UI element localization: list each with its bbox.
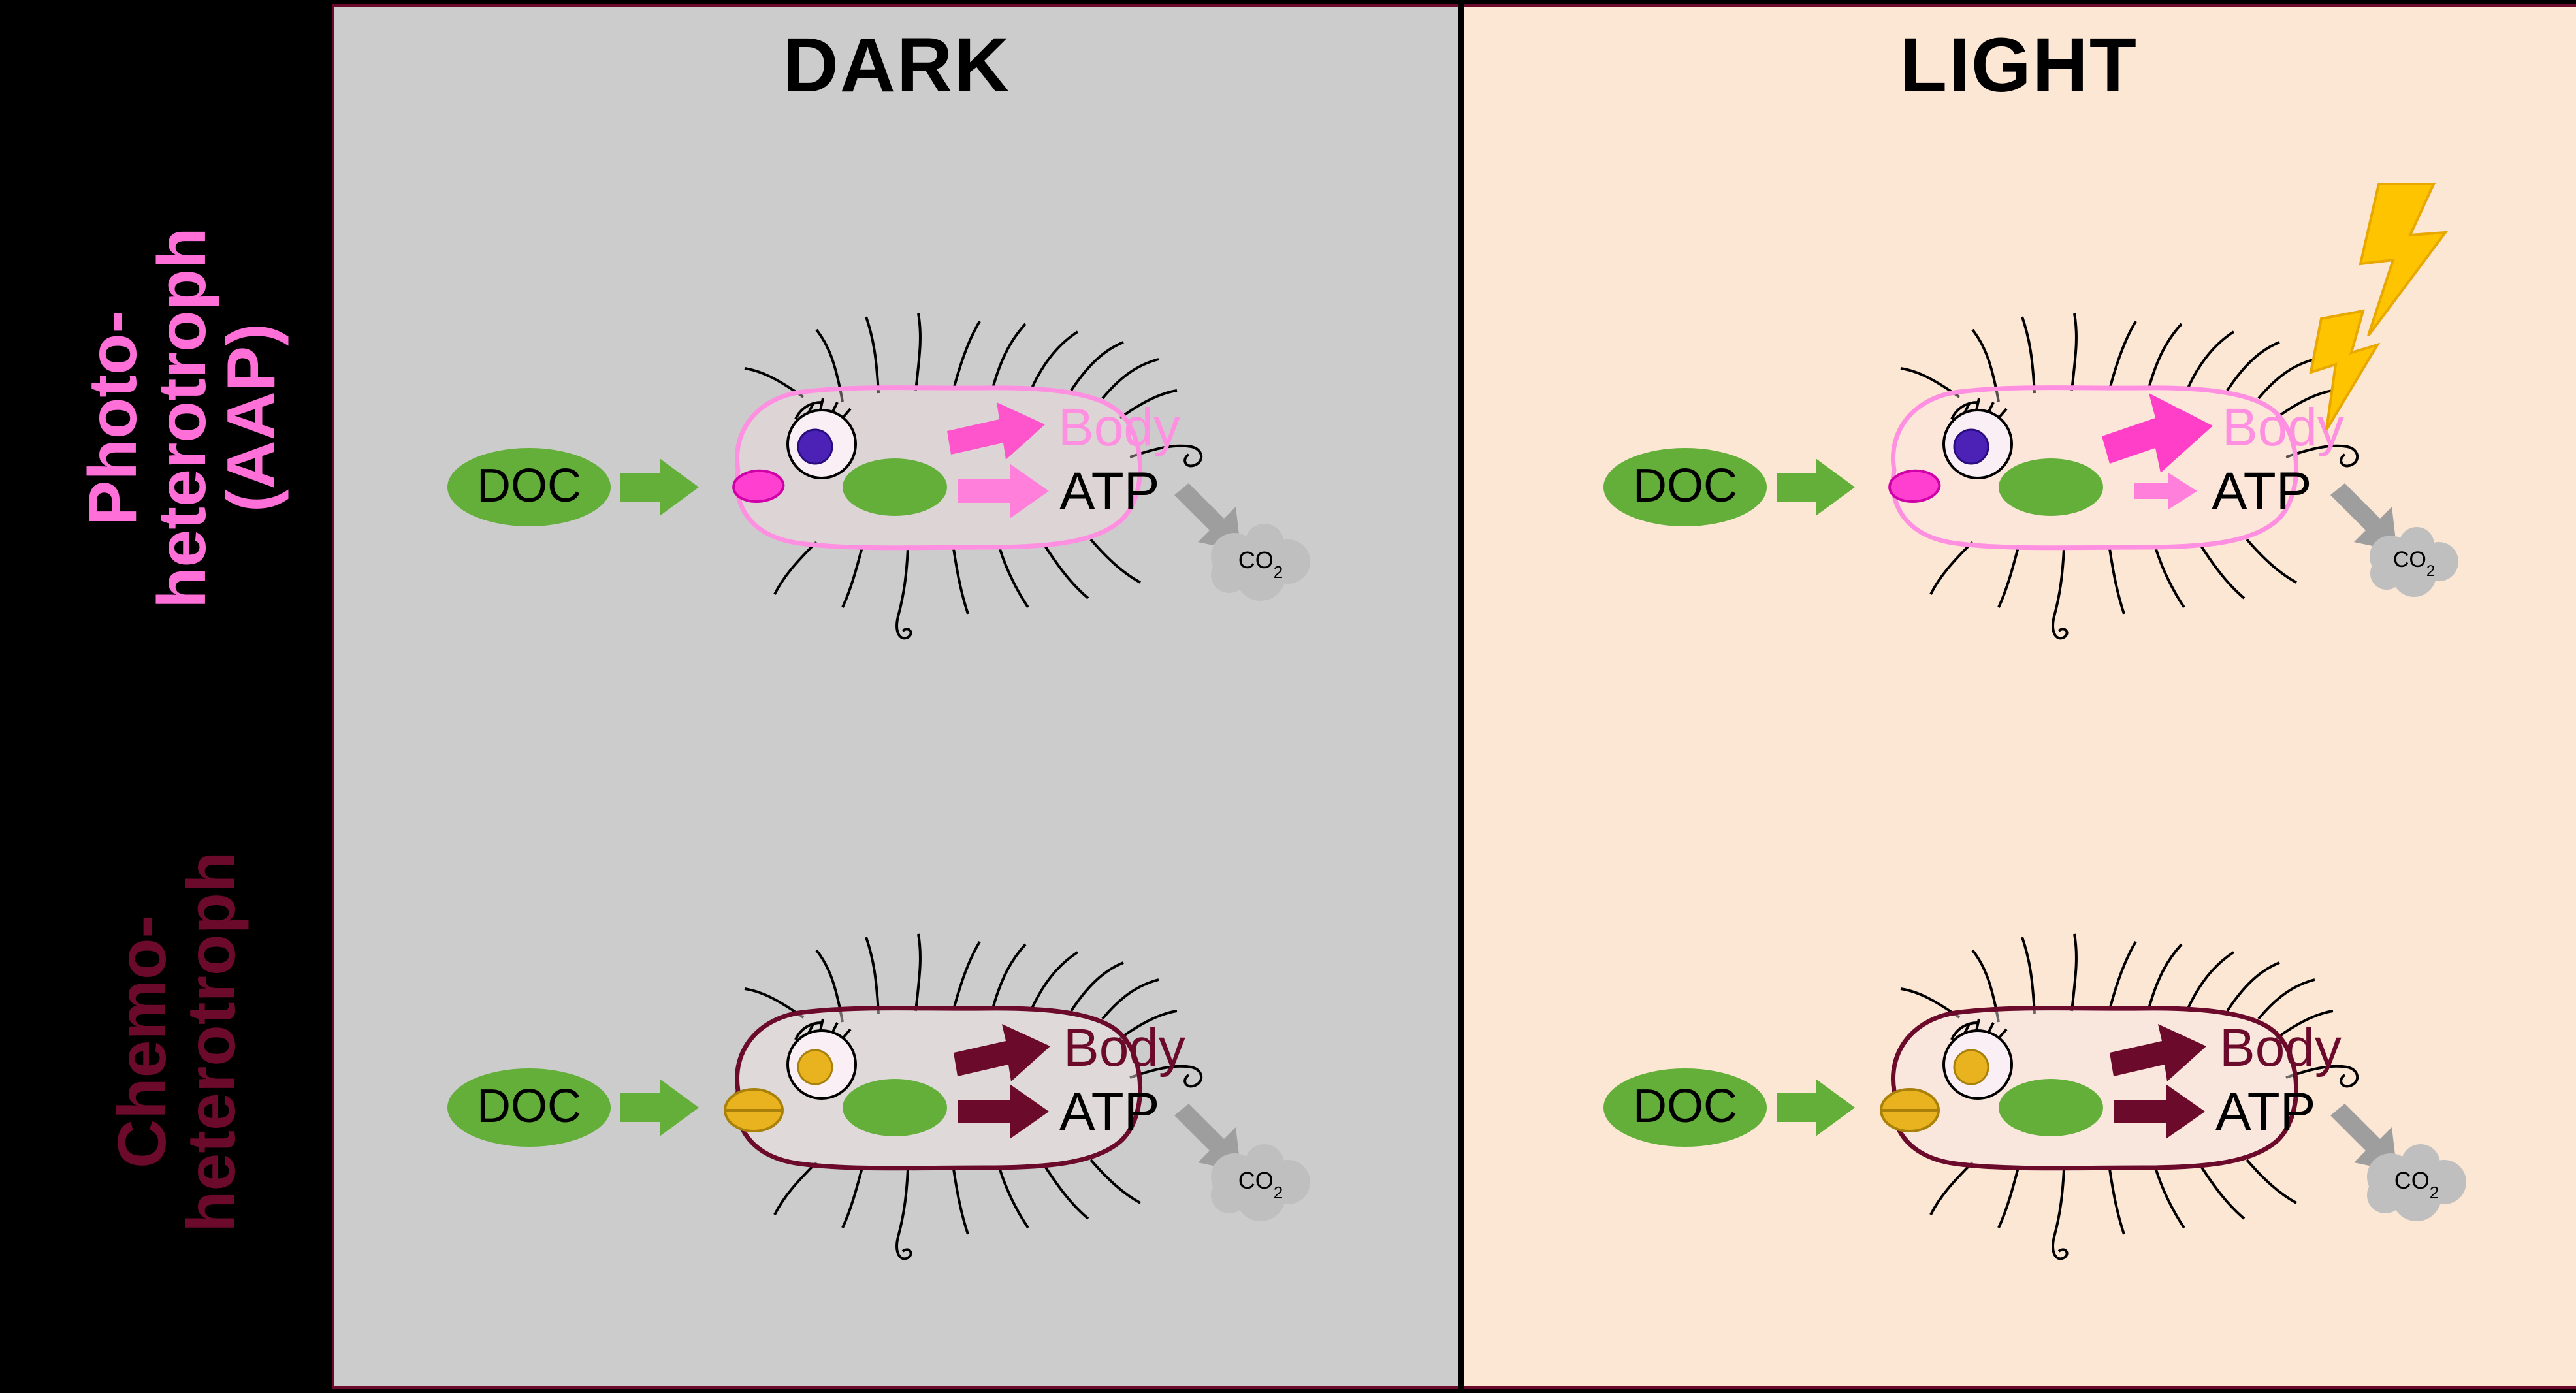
respiratory-complex-dot <box>1953 1049 1989 1085</box>
atp-label: ATP <box>1059 462 1159 521</box>
co2-subscript: 2 <box>2430 1183 2439 1202</box>
storage-granule <box>1999 458 2103 516</box>
doc-label: DOC <box>477 1080 581 1132</box>
membrane-transporter <box>1880 1088 1940 1132</box>
co2-subscript: 2 <box>1274 1183 1283 1202</box>
photopigment-dot <box>797 428 833 465</box>
atp-label: ATP <box>2212 462 2311 521</box>
atp-arrow <box>958 1084 1049 1139</box>
co2-subscript: 2 <box>1274 562 1283 582</box>
co2-arrow <box>1174 1104 1241 1172</box>
body-arrow <box>2102 393 2213 473</box>
atp-label: ATP <box>2215 1082 2315 1142</box>
pili-group <box>744 933 1202 1260</box>
co2-output-photo-dark: CO2 <box>1174 483 1310 601</box>
doc-arrow <box>1777 458 1855 516</box>
body-output-chemo-light: Body <box>2110 1018 2342 1081</box>
membrane-pigment-patch <box>1888 469 1941 504</box>
cell-chemo-dark: DOC Body ATP CO2 <box>447 933 1310 1260</box>
body-output-chemo-dark: Body <box>954 1018 1185 1081</box>
body-arrow <box>947 402 1045 460</box>
co2-subscript: 2 <box>2426 562 2435 580</box>
storage-granule <box>843 1079 947 1136</box>
co2-output-chemo-light: CO2 <box>2330 1104 2466 1221</box>
pili-group <box>1900 933 2359 1260</box>
doc-input-photo-dark: DOC <box>447 448 699 526</box>
doc-input-chemo-light: DOC <box>1603 1068 1855 1147</box>
panel-divider <box>1458 0 1464 1393</box>
panel-light-title: LIGHT <box>1900 22 2138 108</box>
atp-output-photo-dark: ATP <box>958 462 1159 521</box>
co2-cloud <box>2367 1144 2466 1221</box>
cell-chemo-light: DOC Body ATP CO2 <box>1603 933 2466 1260</box>
sunlight-icon <box>2309 183 2449 431</box>
respiratory-complex-dot <box>797 1049 833 1085</box>
atp-output-chemo-light: ATP <box>2114 1082 2315 1142</box>
membrane-transporter <box>724 1088 784 1132</box>
doc-input-chemo-dark: DOC <box>447 1068 699 1147</box>
co2-cloud <box>1211 524 1310 601</box>
body-label: Body <box>1058 398 1180 457</box>
doc-label: DOC <box>1633 1080 1737 1132</box>
body-label: Body <box>2219 1018 2342 1078</box>
doc-ellipse <box>447 1068 611 1147</box>
atp-arrow <box>2134 473 2197 509</box>
cell-photo-dark: DOC Body ATP <box>447 313 1310 640</box>
body-output-photo-light: Body <box>2102 393 2344 473</box>
panel-dark-title: DARK <box>782 22 1011 108</box>
body-arrow <box>954 1024 1050 1081</box>
co2-output-photo-light: CO2 <box>2330 483 2458 597</box>
body-output-photo-dark: Body <box>947 398 1180 460</box>
doc-ellipse <box>1603 1068 1767 1147</box>
co2-output-chemo-dark: CO2 <box>1174 1104 1310 1221</box>
doc-arrow <box>1777 1079 1855 1136</box>
atp-label: ATP <box>1059 1082 1159 1142</box>
photopigment-dot <box>1953 428 1989 465</box>
atp-output-chemo-dark: ATP <box>958 1082 1159 1142</box>
body-label: Body <box>1063 1018 1185 1078</box>
storage-granule <box>843 458 947 516</box>
doc-label: DOC <box>1633 460 1737 512</box>
atp-arrow <box>958 464 1049 519</box>
co2-cloud <box>1211 1144 1310 1221</box>
body-arrow <box>2110 1024 2206 1081</box>
doc-ellipse <box>447 448 611 526</box>
co2-arrow <box>1174 483 1241 551</box>
doc-label: DOC <box>477 460 581 512</box>
doc-input-photo-light: DOC <box>1603 448 1855 526</box>
atp-output-photo-light: ATP <box>2134 462 2311 521</box>
doc-ellipse <box>1603 448 1767 526</box>
co2-cloud <box>2370 527 2458 597</box>
body-label: Body <box>2222 398 2344 457</box>
co2-arrow <box>2330 483 2397 551</box>
row-label-column: Photo-heterotroph(AAP) Chemo-heterotroph <box>0 0 332 1393</box>
cell-photo-light: DOC Body ATP <box>1603 183 2458 640</box>
atp-arrow <box>2114 1084 2205 1139</box>
co2-arrow <box>2330 1104 2397 1172</box>
doc-arrow <box>620 458 699 516</box>
pili-group <box>1900 313 2359 640</box>
membrane-pigment-patch <box>732 469 785 504</box>
doc-arrow <box>620 1079 699 1136</box>
storage-granule <box>1999 1079 2103 1136</box>
